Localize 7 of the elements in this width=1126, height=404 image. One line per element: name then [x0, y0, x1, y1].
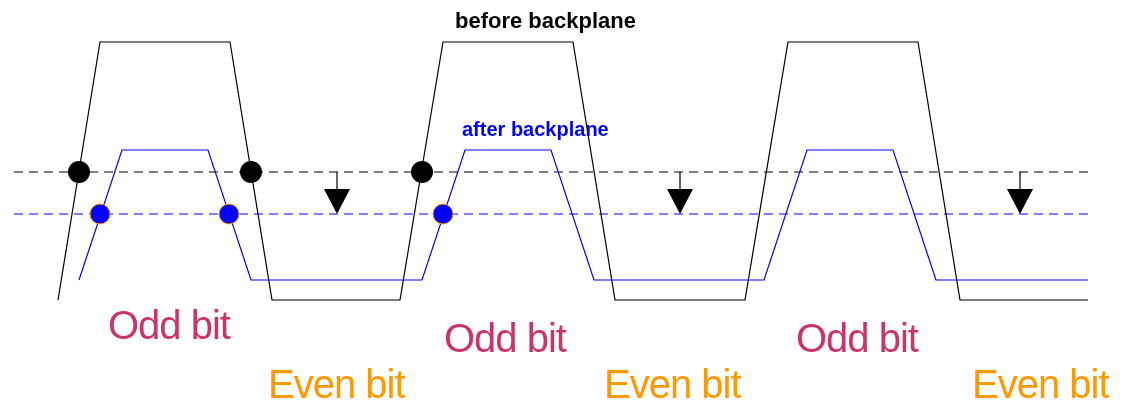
bit-label: Even bit: [604, 364, 741, 404]
bit-label: Even bit: [268, 364, 405, 404]
bit-label: Odd bit: [444, 318, 566, 358]
bit-label: Odd bit: [108, 305, 230, 345]
bit-label: Even bit: [972, 364, 1109, 404]
curve-label: before backplane: [455, 10, 636, 32]
bit-label: Odd bit: [796, 318, 918, 358]
